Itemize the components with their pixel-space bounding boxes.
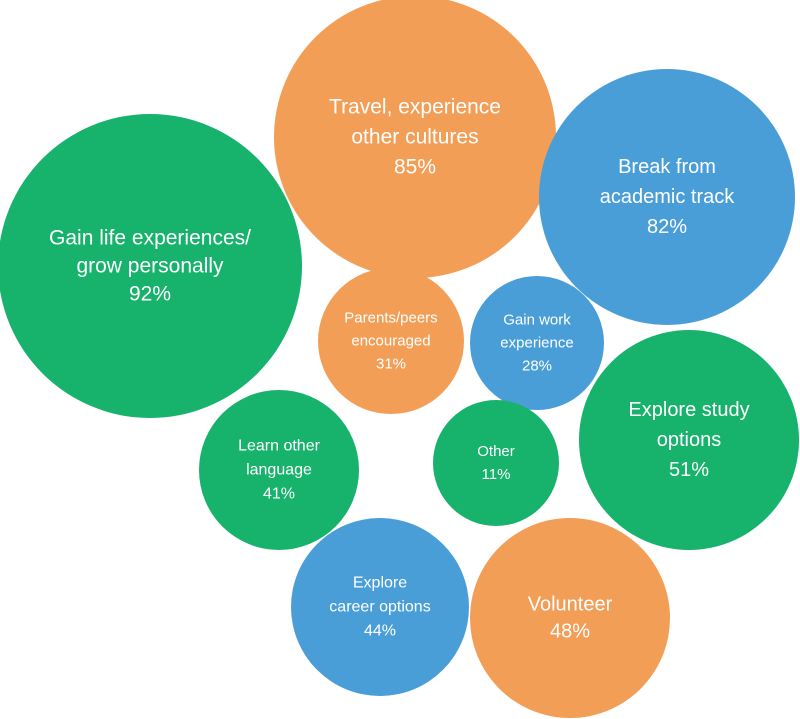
bubble-category-label: other cultures — [351, 126, 478, 149]
bubble-category-label: Explore study — [628, 399, 749, 421]
bubble-category-label: options — [657, 429, 722, 451]
bubble-circle — [470, 276, 604, 410]
bubble-volunteer: Volunteer 48% — [470, 518, 670, 718]
bubble-travel-experience-other-cultures: Travel, experience other cultures 85% — [274, 0, 556, 278]
bubble-category-label: Volunteer — [528, 594, 613, 616]
bubble-circle — [539, 69, 795, 325]
bubble-circle — [318, 268, 464, 414]
bubble-value-label: 11% — [482, 466, 511, 483]
bubble-gain-work-experience: Gain work experience 28% — [470, 276, 604, 410]
bubble-category-label: Travel, experience — [329, 96, 501, 119]
bubble-value-label: 85% — [394, 156, 436, 179]
bubble-break-from-academic-track: Break from academic track 82% — [539, 69, 795, 325]
bubble-parents-peers-encouraged: Parents/peers encouraged 31% — [318, 268, 464, 414]
bubble-explore-career-options: Explore career options 44% — [291, 518, 469, 696]
bubble-category-label: Gain life experiences/ — [49, 227, 251, 250]
bubble-circle — [199, 390, 359, 550]
bubble-category-label: grow personally — [76, 255, 224, 278]
bubble-learn-other-language: Learn other language 41% — [199, 390, 359, 550]
bubble-gain-life-experiences-grow-personally: Gain life experiences/grow personally 92% — [0, 114, 302, 418]
bubble-circle — [291, 518, 469, 696]
bubble-category-label: academic track — [600, 186, 735, 208]
bubble-category-label: experience — [500, 335, 573, 352]
bubble-explore-study-options: Explore study options 51% — [579, 330, 799, 550]
bubble-category-label: encouraged — [351, 333, 430, 350]
bubble-circle — [433, 400, 559, 526]
bubble-circle — [274, 0, 556, 278]
bubble-value-label: 48% — [550, 621, 590, 643]
bubble-category-label: Explore — [353, 575, 407, 592]
bubble-other: Other 11% — [433, 400, 559, 526]
bubble-category-label: Break from — [618, 156, 716, 178]
bubble-value-label: 44% — [364, 623, 396, 640]
bubble-value-label: 28% — [522, 358, 552, 375]
bubble-category-label: language — [246, 462, 312, 479]
bubble-value-label: 82% — [647, 216, 687, 238]
bubble-circle — [0, 114, 302, 418]
bubble-category-label: Parents/peers — [344, 310, 437, 327]
bubble-category-label: career options — [329, 599, 430, 616]
bubble-category-label: Learn other — [238, 438, 321, 455]
bubble-category-label: Other — [477, 443, 515, 460]
bubble-value-label: 51% — [669, 459, 709, 481]
bubble-category-label: Gain work — [503, 312, 571, 329]
bubble-circle — [470, 518, 670, 718]
bubble-circle — [579, 330, 799, 550]
bubble-value-label: 41% — [263, 486, 295, 503]
bubble-value-label: 31% — [376, 356, 406, 373]
bubble-value-label: 92% — [129, 283, 171, 306]
